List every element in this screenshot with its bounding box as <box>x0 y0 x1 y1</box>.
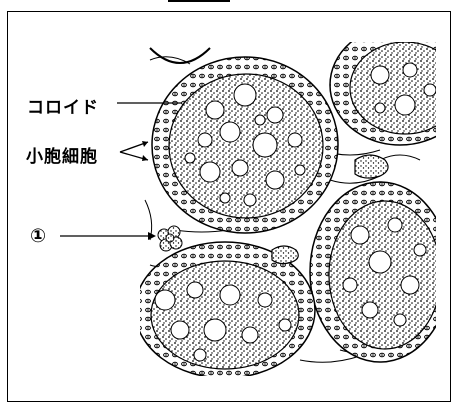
follicle-upper <box>152 57 338 233</box>
label-colloid: コロイド <box>27 93 99 118</box>
label-follicle-cell: 小胞細胞 <box>26 142 98 167</box>
follicle-top-right <box>330 25 456 145</box>
capillary-1 <box>355 155 388 178</box>
follicle-right <box>310 182 450 362</box>
label-marker-1: ① <box>30 225 47 247</box>
parafollicular-cells <box>158 226 182 251</box>
capillary-2 <box>272 246 298 264</box>
